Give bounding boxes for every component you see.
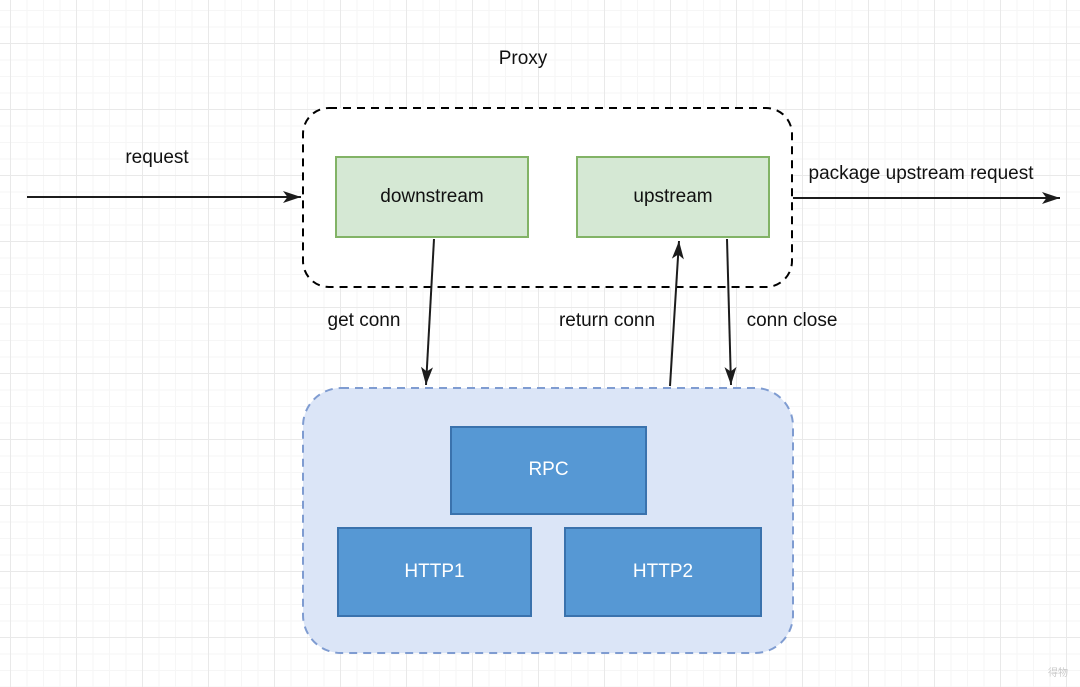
node-http1-label: HTTP1 [404, 560, 465, 582]
return-conn-arrow [669, 240, 684, 387]
node-upstream: upstream [576, 156, 770, 238]
node-http2: HTTP2 [564, 527, 762, 617]
node-downstream-label: downstream [380, 185, 484, 207]
conn-close-label: conn close [746, 310, 838, 331]
request-label: request [125, 147, 189, 168]
conn-close-arrow [724, 238, 737, 386]
node-http2-label: HTTP2 [632, 560, 694, 582]
get-conn-arrow [420, 238, 435, 386]
node-rpc: RPC [450, 426, 647, 515]
proxy-group-title: Proxy [498, 48, 548, 69]
node-http1: HTTP1 [337, 527, 532, 617]
watermark-text: 得物 [1048, 668, 1068, 679]
node-upstream-label: upstream [633, 185, 713, 207]
return-conn-label: return conn [558, 310, 656, 331]
package-upstream-request-label: package upstream request [808, 163, 1034, 184]
node-downstream: downstream [335, 156, 529, 238]
proxy-group-box [302, 107, 793, 288]
node-rpc-label: RPC [528, 459, 569, 481]
get-conn-label: get conn [327, 310, 401, 331]
